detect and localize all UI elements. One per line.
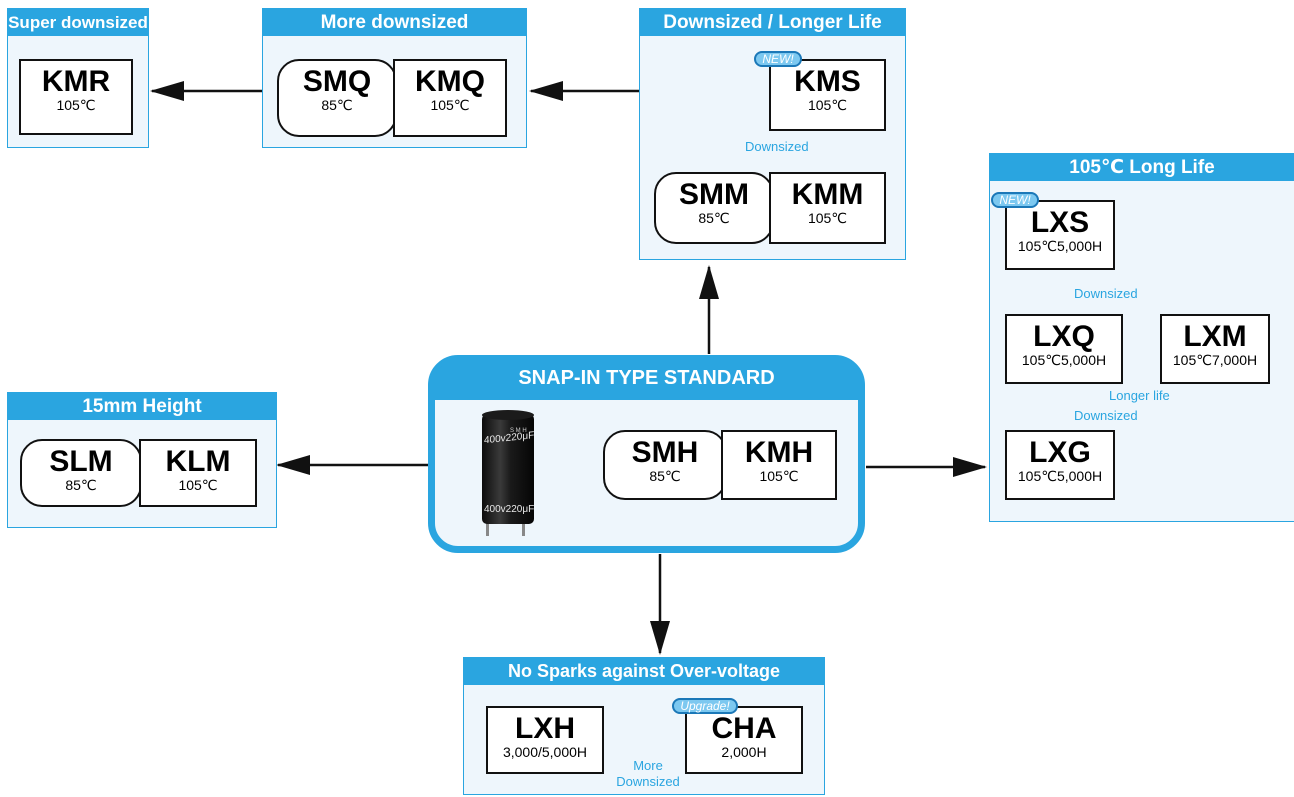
- part-lxh[interactable]: LXH 3,000/5,000H: [486, 706, 604, 774]
- downsized-longer-life-title: Downsized / Longer Life: [640, 9, 905, 36]
- part-kms[interactable]: KMS 105℃: [769, 59, 886, 131]
- note-more-downsized: More Downsized: [616, 758, 680, 790]
- note-downsized-lxs: Downsized: [1074, 286, 1138, 301]
- no-sparks-title: No Sparks against Over-voltage: [464, 658, 824, 685]
- part-lxg[interactable]: LXG 105℃5,000H: [1005, 430, 1115, 500]
- part-lxq[interactable]: LXQ 105℃5,000H: [1005, 314, 1123, 384]
- part-slm[interactable]: SLM 85℃: [20, 439, 142, 507]
- part-lxs[interactable]: LXS 105℃5,000H: [1005, 200, 1115, 270]
- capacitor-image: 400v220μF S M H 400v220μF: [482, 410, 534, 536]
- part-lxm[interactable]: LXM 105℃7,000H: [1160, 314, 1270, 384]
- more-downsized-title: More downsized: [263, 9, 526, 36]
- part-smm[interactable]: SMM 85℃: [654, 172, 774, 244]
- part-kmr[interactable]: KMR 105℃: [19, 59, 133, 135]
- downsized-longer-life-group: Downsized / Longer Life KMS 105℃ NEW! Do…: [639, 8, 906, 260]
- super-downsized-title: Super downsized: [8, 9, 148, 36]
- note-longer-life: Longer life: [1109, 388, 1170, 403]
- long-life-group: 105℃ Long Life LXS 105℃5,000H NEW! Downs…: [989, 153, 1294, 522]
- part-kmm[interactable]: KMM 105℃: [769, 172, 886, 244]
- snap-in-standard-group: SNAP-IN TYPE STANDARD 400v220μF S M H 40…: [428, 355, 865, 553]
- note-more: More: [633, 758, 663, 773]
- snap-in-standard-title: SNAP-IN TYPE STANDARD: [435, 362, 858, 400]
- height-15mm-title: 15mm Height: [8, 393, 276, 420]
- part-klm[interactable]: KLM 105℃: [139, 439, 257, 507]
- part-kmh[interactable]: KMH 105℃: [721, 430, 837, 500]
- height-15mm-group: 15mm Height SLM 85℃ KLM 105℃: [7, 392, 277, 528]
- part-smq[interactable]: SMQ 85℃: [277, 59, 397, 137]
- no-sparks-group: No Sparks against Over-voltage LXH 3,000…: [463, 657, 825, 795]
- new-badge-lxs: NEW!: [991, 192, 1039, 208]
- note-downsized-kms: Downsized: [745, 139, 809, 154]
- note-downsized-lxq: Downsized: [1074, 408, 1138, 423]
- capacitor-print-main: 400v220μF: [484, 430, 534, 446]
- more-downsized-group: More downsized SMQ 85℃ KMQ 105℃: [262, 8, 527, 148]
- capacitor-print-series: S M H: [510, 428, 527, 434]
- part-smh[interactable]: SMH 85℃: [603, 430, 727, 500]
- new-badge-kms: NEW!: [754, 51, 802, 67]
- note-downsized: Downsized: [616, 774, 680, 789]
- upgrade-badge-cha: Upgrade!: [672, 698, 738, 714]
- part-kmq[interactable]: KMQ 105℃: [393, 59, 507, 137]
- super-downsized-group: Super downsized KMR 105℃: [7, 8, 149, 148]
- capacitor-print-bottom: 400v220μF: [484, 504, 534, 515]
- long-life-title: 105℃ Long Life: [990, 154, 1294, 181]
- part-cha[interactable]: CHA 2,000H: [685, 706, 803, 774]
